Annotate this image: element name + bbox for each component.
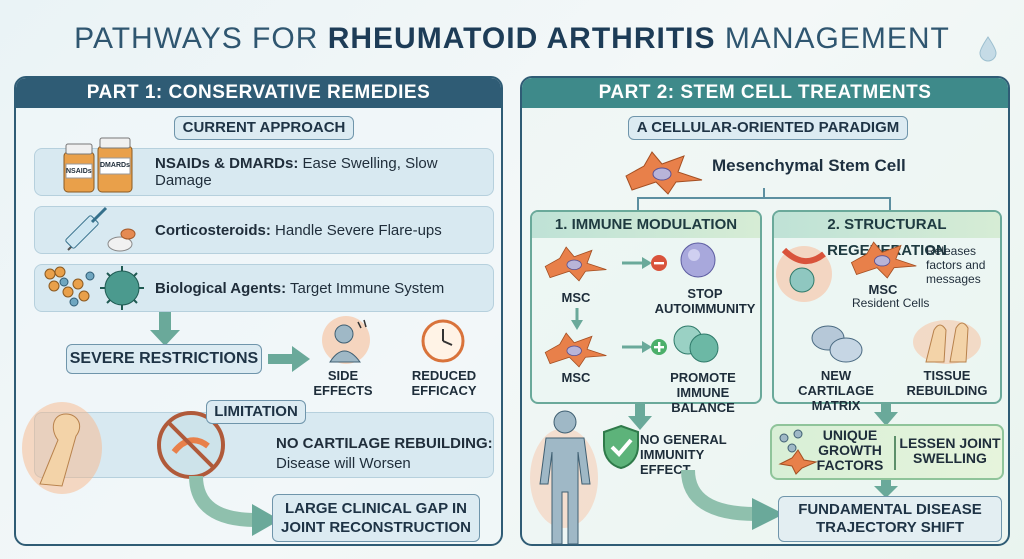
arrow-to-gap (189, 475, 280, 536)
side-effects-label: SIDE EFFECTS (313, 368, 373, 398)
tissue-icon (913, 320, 981, 364)
msc-label-3: MSC (868, 282, 898, 297)
plus-icon (651, 339, 667, 355)
immune-cell-purple-icon (680, 242, 716, 278)
divider-line (894, 436, 896, 470)
droplet-icon (979, 36, 997, 62)
growth-factors-icon (778, 429, 818, 475)
sad-person-icon (322, 316, 370, 364)
joint-icon (776, 246, 832, 302)
msc-cell-3-icon (850, 241, 917, 279)
page-title: PATHWAYS FOR RHEUMATOID ARTHRITIS MANAGE… (74, 22, 950, 55)
trajectory-shift-pill: FUNDAMENTAL DISEASE TRAJECTORY SHIFT (778, 496, 1002, 542)
clinical-gap-pill: LARGE CLINICAL GAP IN JOINT RECONSTRUCTI… (272, 494, 480, 542)
no-cartilage-text: NO CARTILAGE REBUILDING: Disease will Wo… (276, 435, 493, 472)
resident-cells-label: Resident Cells (852, 296, 930, 310)
dmards-bottle-label: DMARDs (100, 162, 130, 169)
severe-restrictions-pill: SEVERE RESTRICTIONS (66, 344, 262, 374)
arrow-to-shift-top (874, 480, 898, 498)
shield-check-icon (603, 424, 639, 470)
person-icon (530, 410, 598, 545)
pill-bottles-icon (63, 137, 133, 193)
msc-cell-1-icon (544, 246, 607, 282)
arrow-to-shift-left (681, 469, 784, 530)
arrow-msc1-stop (622, 257, 652, 269)
immune-modulation-box: 1. IMMUNE MODULATION (530, 210, 762, 404)
current-approach-pill: CURRENT APPROACH (174, 116, 354, 140)
part1-header: PART 1: CONSERVATIVE REMEDIES (16, 78, 501, 108)
unique-growth-label: UNIQUE GROWTH FACTORS (816, 427, 884, 473)
msc-title: Mesenchymal Stem Cell (712, 156, 906, 175)
part2-header: PART 2: STEM CELL TREATMENTS (522, 78, 1008, 108)
cartilage-cells-icon (811, 325, 863, 363)
bone-joint-icon (22, 402, 102, 494)
immune-modulation-header: 1. IMMUNE MODULATION (532, 212, 760, 238)
structural-regeneration-header: 2. STRUCTURAL REGENERATION (774, 212, 1000, 259)
arrow-msc2-promote (622, 341, 652, 353)
syringe-icon (65, 206, 136, 252)
limitation-pill: LIMITATION (206, 400, 306, 424)
lessen-swelling-label: LESSEN JOINT SWELLING (899, 435, 1001, 466)
new-cartilage-label: NEW CARTILAGE MATRIX (798, 368, 874, 413)
antibody-virus-icon (44, 266, 144, 310)
releases-factors-label: Releases factors and messages (926, 244, 986, 286)
promote-balance-label: PROMOTE IMMUNE BALANCE (670, 370, 736, 415)
msc-label-2: MSC (561, 370, 591, 385)
stop-autoimmunity-label: STOP AUTOIMMUNITY (654, 286, 756, 316)
branch-lines (637, 188, 891, 210)
paradigm-pill: A CELLULAR-ORIENTED PARADIGM (628, 116, 908, 140)
msc-label-1: MSC (561, 290, 591, 305)
structural-regeneration-box: 2. STRUCTURAL REGENERATION (772, 210, 1002, 404)
msc-cell-icon (625, 151, 703, 195)
reduced-efficacy-label: REDUCED EFFICACY (411, 368, 477, 398)
arrow-structural-down (874, 404, 898, 426)
arrow-to-restrictions (150, 312, 180, 346)
clock-icon (421, 319, 465, 363)
arrow-to-side-effects (268, 346, 310, 372)
no-general-immunity-label: NO GENERAL IMMUNITY EFFECT (640, 432, 727, 477)
tissue-rebuilding-label: TISSUE REBUILDING (906, 368, 988, 398)
immune-cells-green-icon (673, 325, 719, 363)
msc-cell-2-icon (544, 332, 607, 368)
arrow-immune-down (628, 404, 652, 430)
minus-icon (651, 255, 667, 271)
arrow-msc1-msc2 (571, 308, 583, 330)
growth-factors-box (770, 424, 1004, 480)
nsaids-bottle-label: NSAIDs (66, 168, 92, 175)
